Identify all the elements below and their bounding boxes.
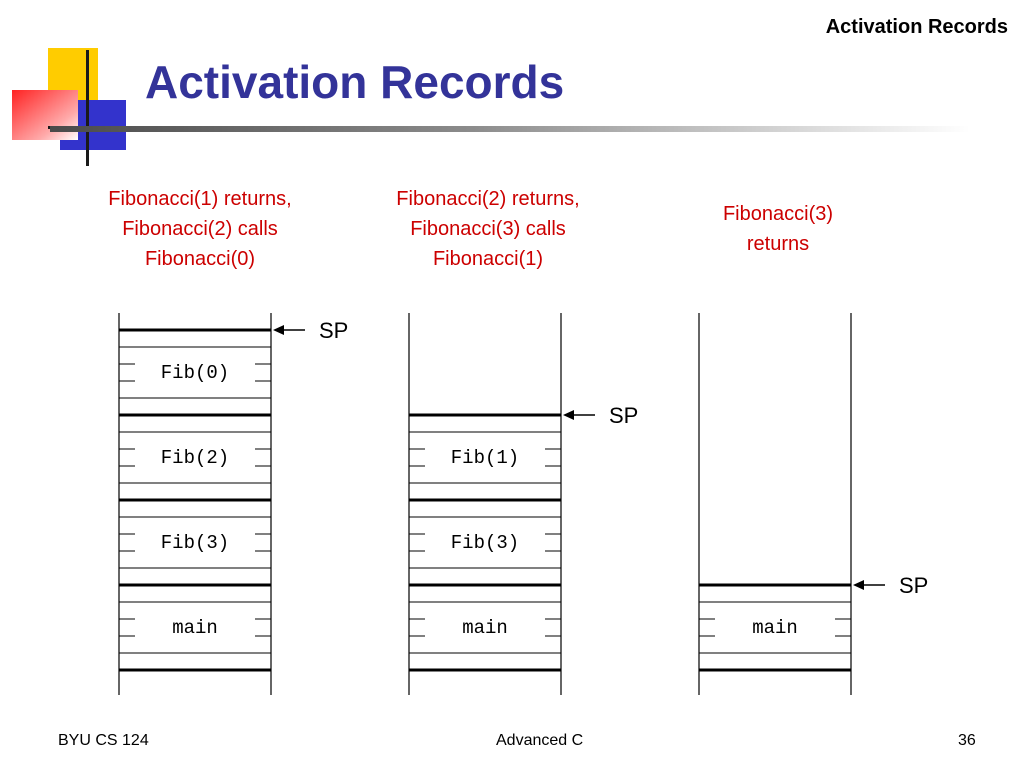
sp-arrow-icon <box>563 410 574 420</box>
title-divider <box>50 126 970 132</box>
header-label: Activation Records <box>825 16 1008 38</box>
footer-page-number: 36 <box>958 732 976 749</box>
sp-label: SP <box>899 573 928 598</box>
footer-course: BYU CS 124 <box>58 732 149 749</box>
frame-label: Fib(3) <box>161 532 229 554</box>
stack-caption-3: Fibonacci(3) returns <box>722 203 834 255</box>
slide-title: Activation Records <box>145 56 565 108</box>
sp-arrow-icon <box>273 325 284 335</box>
sp-label: SP <box>609 403 638 428</box>
sp-label: SP <box>319 318 348 343</box>
frame-label: main <box>462 617 508 639</box>
frame-label: Fib(1) <box>451 447 519 469</box>
footer-topic: Advanced C <box>496 732 584 749</box>
frame-label: main <box>172 617 218 639</box>
stack-caption-2: Fibonacci(2) returns, Fibonacci(3) calls… <box>396 188 580 270</box>
frame-label: main <box>752 617 798 639</box>
stack-caption-1: Fibonacci(1) returns, Fibonacci(2) calls… <box>108 188 292 270</box>
frame-label: Fib(0) <box>161 362 229 384</box>
sp-arrow-icon <box>853 580 864 590</box>
frame-label: Fib(3) <box>451 532 519 554</box>
frame-label: Fib(2) <box>161 447 229 469</box>
